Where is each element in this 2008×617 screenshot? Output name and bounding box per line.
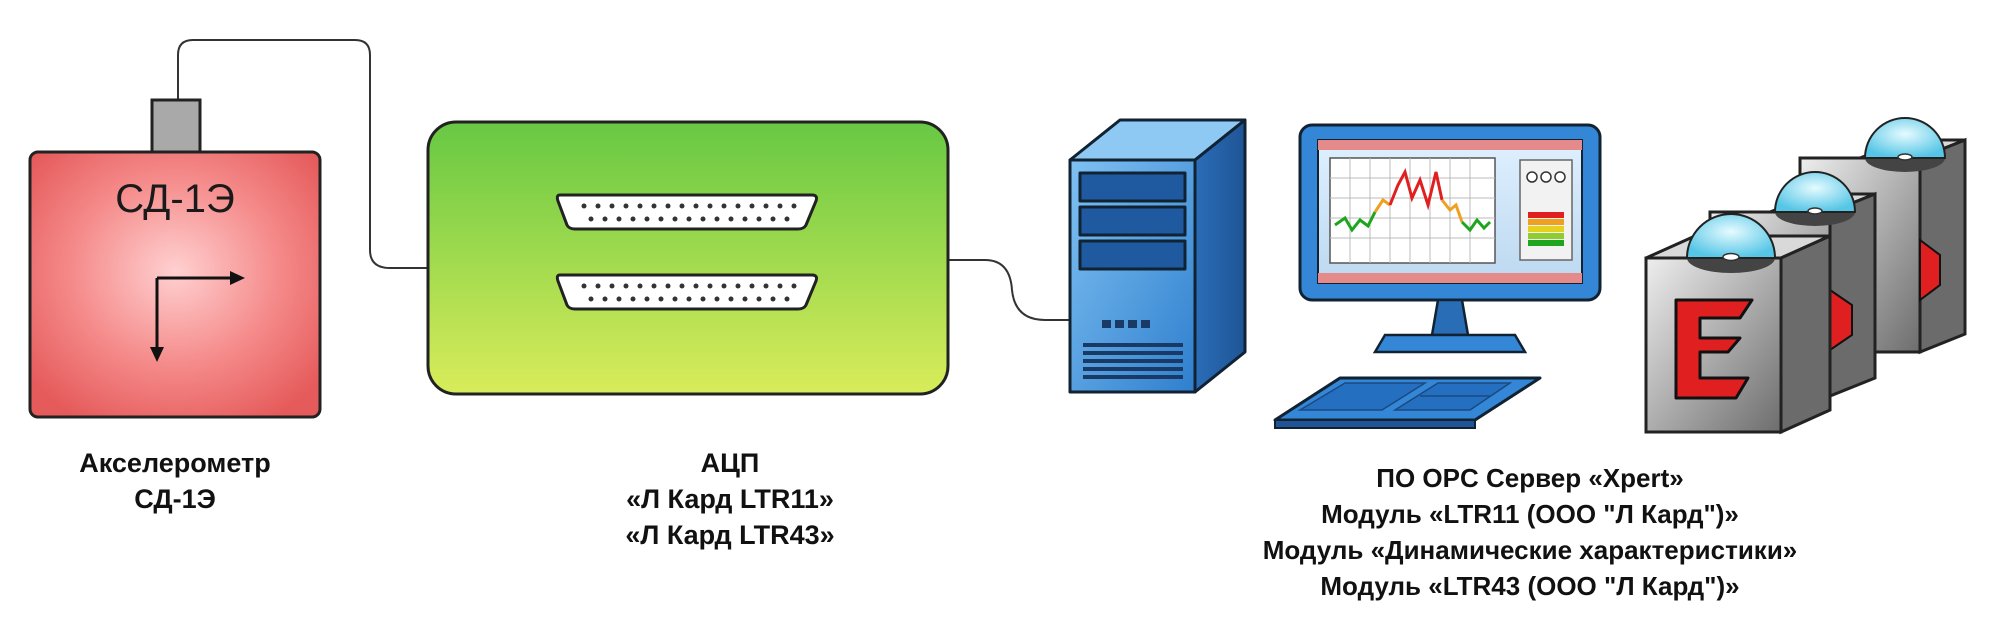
db-connector-icon	[555, 193, 818, 231]
adc-device	[426, 120, 950, 396]
axis-arrows-icon	[150, 271, 245, 362]
pc-tower-icon	[1068, 118, 1247, 394]
caption-line: АЦП	[700, 448, 760, 478]
caption-line: Модуль «LTR43 (ООО "Л Кард")»	[1320, 571, 1740, 601]
accelerometer-sensor: СД-1Э	[28, 98, 322, 419]
sensor-body	[28, 150, 322, 419]
monitor-icon	[1298, 123, 1602, 354]
keyboard-icon	[1273, 376, 1542, 429]
software-caption: ПО OPC Сервер «Xpert» Модуль «LTR11 (ООО…	[1180, 460, 1880, 604]
caption-line: «Л Кард LTR11»	[626, 484, 834, 514]
software-box-icon	[1644, 213, 1832, 435]
caption-line: Модуль «Динамические характеристики»	[1262, 535, 1798, 565]
sensor-label: СД-1Э	[115, 177, 234, 221]
caption-line: Акселерометр	[79, 448, 271, 478]
adc-caption: АЦП «Л Кард LTR11» «Л Кард LTR43»	[520, 445, 940, 553]
adc-to-pc-cable	[948, 259, 1070, 321]
sensor-to-adc-cable	[177, 39, 428, 269]
db-connector-icon	[555, 273, 818, 311]
caption-line: СД-1Э	[134, 484, 216, 514]
sensor-connector	[150, 98, 202, 156]
caption-line: ПО OPC Сервер «Xpert»	[1376, 463, 1684, 493]
brand-logo-icon	[1674, 298, 1754, 400]
adc-body	[426, 120, 950, 396]
caption-line: Модуль «LTR11 (ООО "Л Кард")»	[1321, 499, 1739, 529]
caption-line: «Л Кард LTR43»	[625, 520, 835, 550]
accelerometer-caption: Акселерометр СД-1Э	[40, 445, 310, 517]
